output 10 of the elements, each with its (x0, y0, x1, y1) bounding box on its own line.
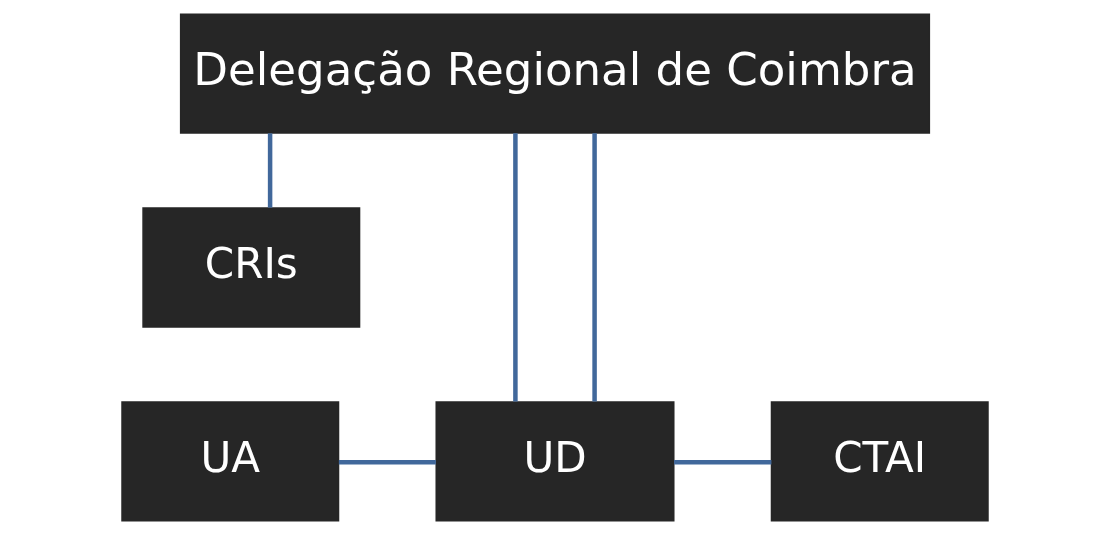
node-box: Delegação Regional de Coimbra (179, 13, 930, 134)
connector (591, 133, 597, 402)
connector (512, 133, 518, 402)
node-box: UD (435, 401, 674, 522)
node-box: CTAI (770, 401, 989, 522)
node-box: UA (120, 401, 339, 522)
connector (338, 459, 436, 465)
connector (673, 459, 771, 465)
node-box: CRIs (141, 207, 360, 328)
connector (267, 133, 272, 208)
